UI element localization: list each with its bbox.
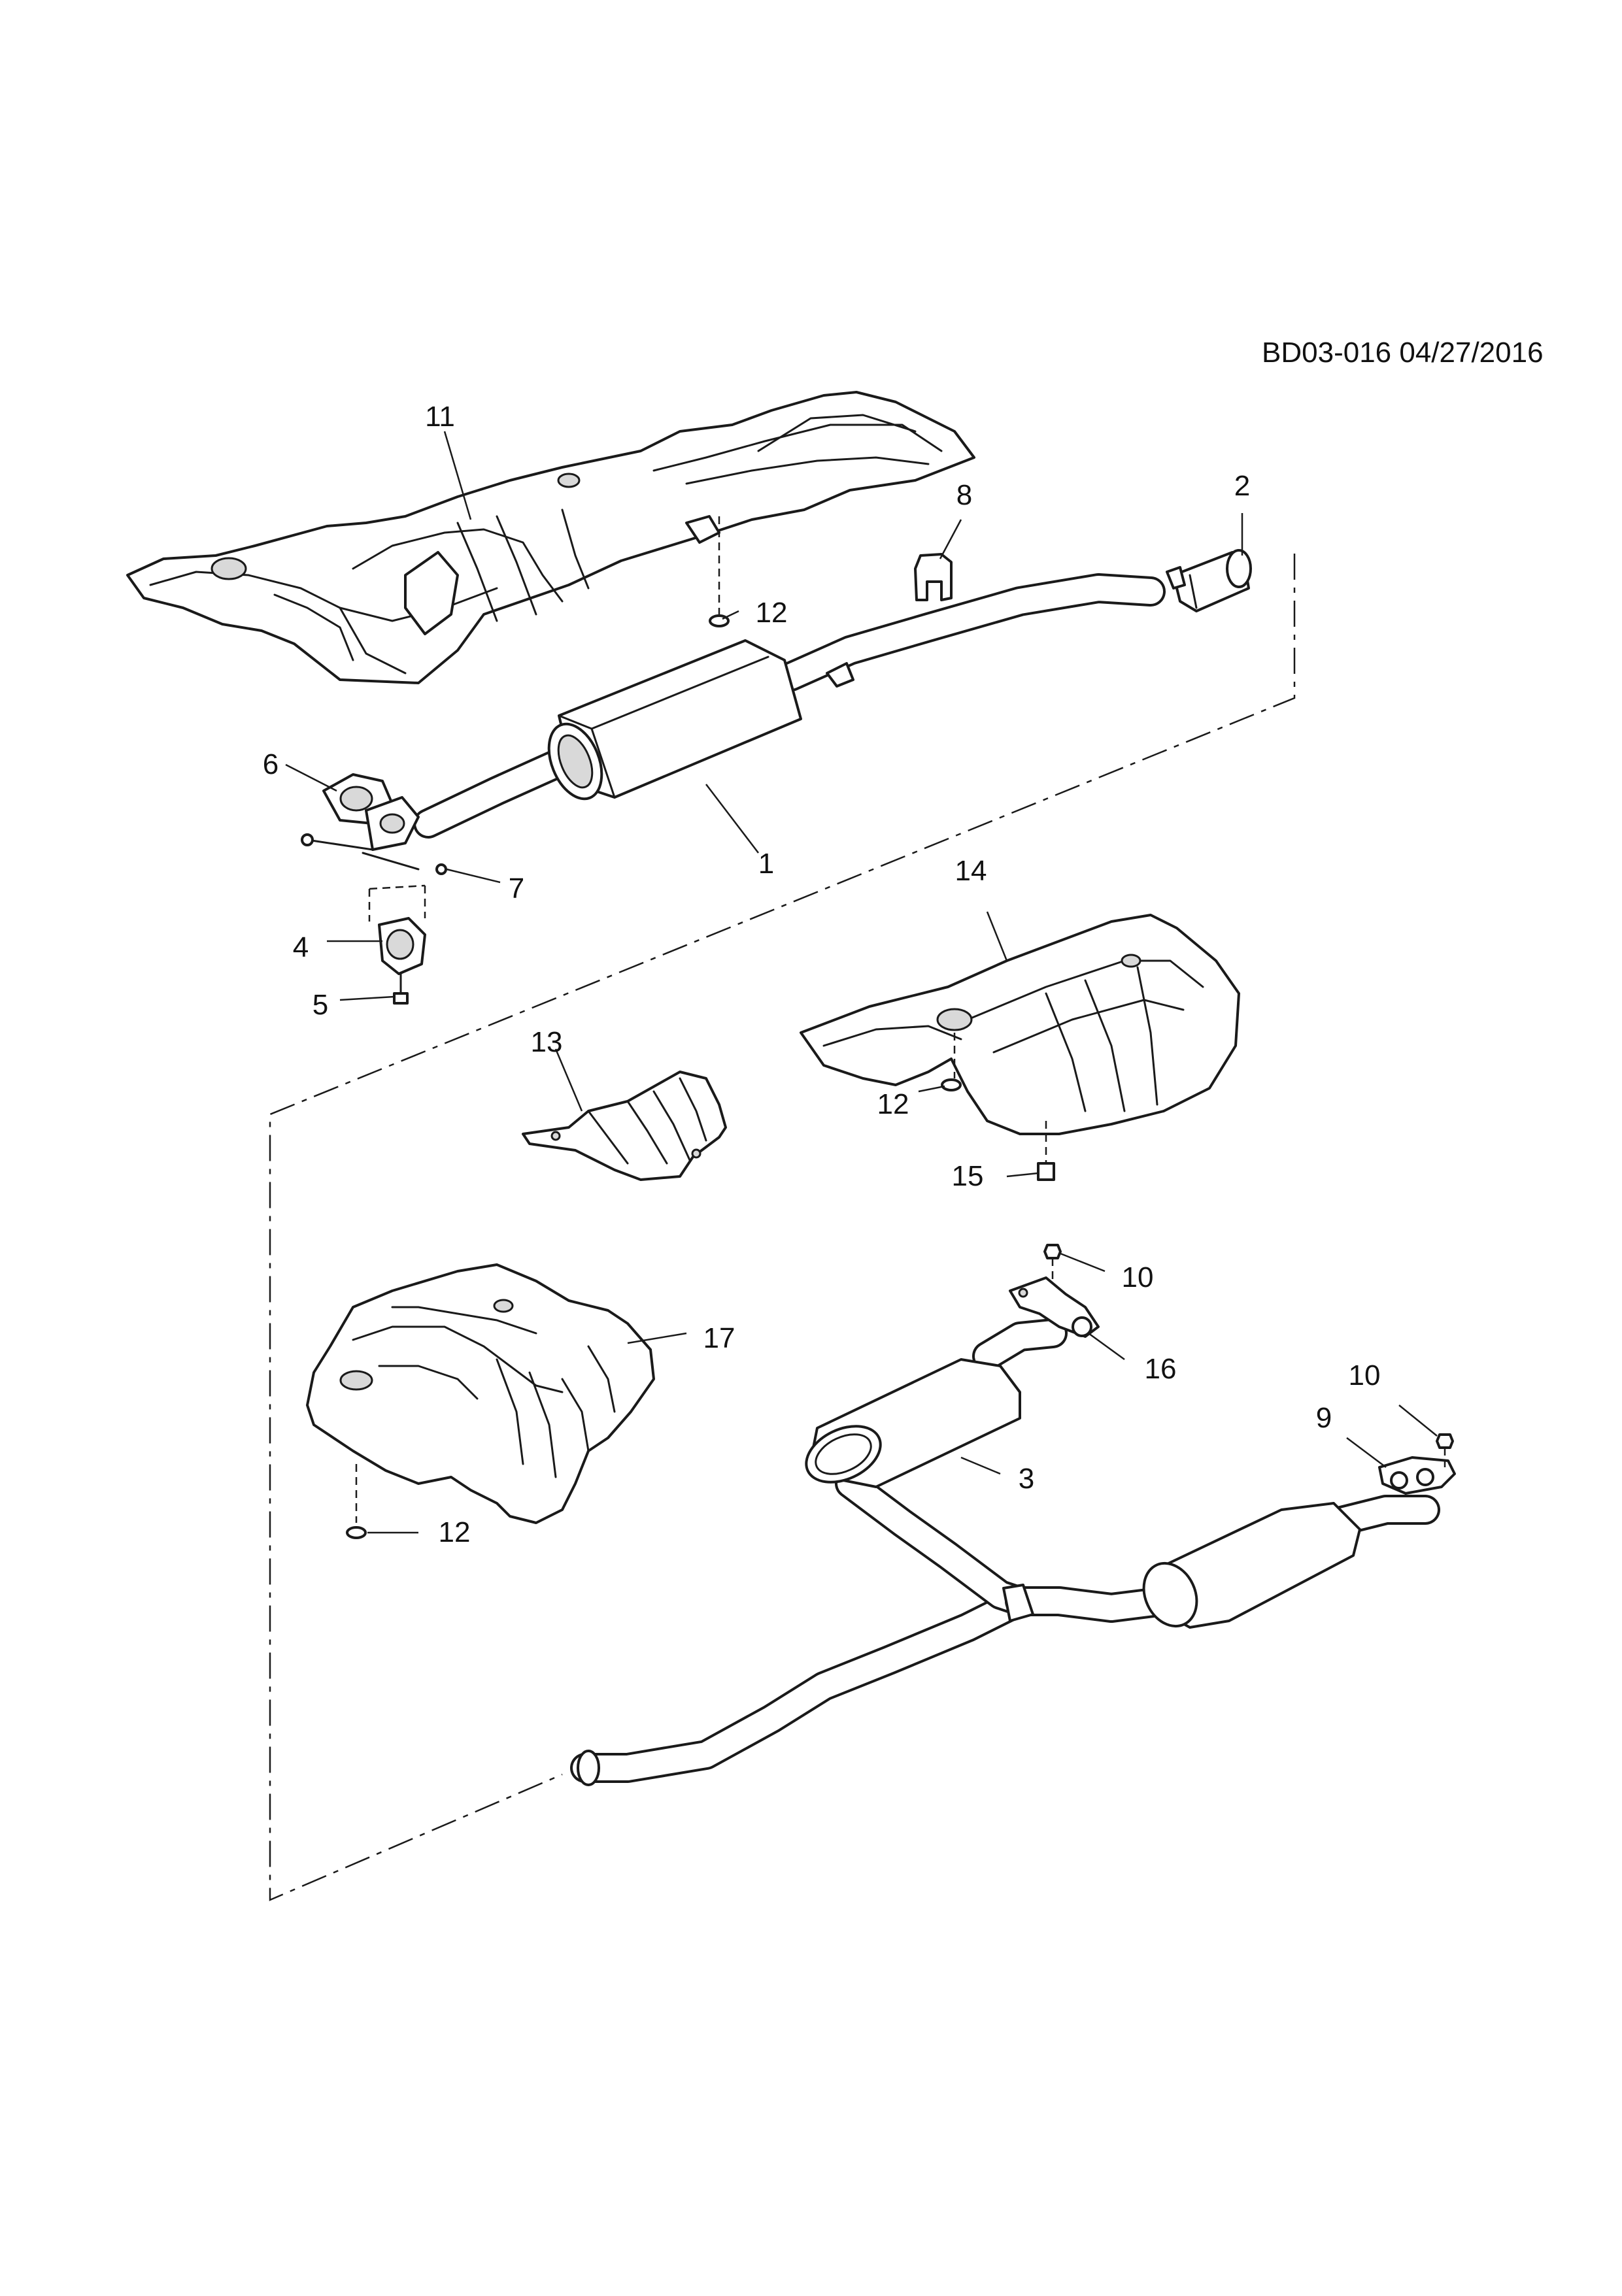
leader-10b — [1398, 1405, 1438, 1437]
callout-13: 13 — [530, 1026, 563, 1058]
leader-12b — [918, 1085, 945, 1093]
hanger-9 — [1378, 1456, 1456, 1495]
clip-15 — [1037, 1162, 1055, 1181]
callout-3: 3 — [1018, 1463, 1035, 1495]
leader-16 — [1088, 1332, 1125, 1361]
leader-7 — [446, 868, 501, 884]
leader-6 — [285, 763, 337, 792]
nut-12-lower — [346, 1526, 367, 1539]
callout-17: 17 — [703, 1322, 735, 1354]
clamp-2 — [1166, 549, 1252, 612]
callout-12-upper: 12 — [755, 597, 788, 629]
callout-15: 15 — [951, 1160, 984, 1192]
callout-9: 9 — [1315, 1402, 1332, 1434]
assembly-boundary — [269, 554, 1296, 1901]
hanger-8 — [914, 553, 953, 601]
bracket-16 — [1009, 1276, 1100, 1338]
nut-10-upper — [1043, 1244, 1062, 1281]
leader-5 — [339, 995, 395, 1001]
heat-shield-14 — [800, 914, 1240, 1163]
callout-12-mid: 12 — [877, 1088, 909, 1120]
bolt-5 — [393, 973, 409, 1005]
callout-4: 4 — [292, 931, 309, 963]
leader-3 — [960, 1456, 1001, 1475]
callout-10-lower: 10 — [1348, 1359, 1381, 1391]
callout-5: 5 — [312, 989, 329, 1021]
leader-11 — [443, 431, 472, 520]
callout-10-upper: 10 — [1121, 1261, 1154, 1293]
callout-2: 2 — [1234, 470, 1251, 502]
heat-shield-11 — [126, 391, 975, 684]
leader-12a — [722, 610, 739, 620]
isolator-4 — [368, 884, 426, 975]
callout-12-lower: 12 — [438, 1516, 471, 1548]
leader-10a — [1060, 1252, 1106, 1273]
nut-10-lower — [1436, 1433, 1454, 1467]
callout-7: 7 — [508, 873, 525, 905]
leader-8 — [939, 519, 962, 559]
leader-14 — [986, 911, 1008, 961]
heat-shield-13 — [522, 1071, 727, 1181]
rear-pipe-mufflers-3 — [570, 1318, 1440, 1786]
leader-9 — [1346, 1437, 1387, 1468]
leader-13 — [554, 1048, 583, 1112]
drawing-reference: BD03-016 04/27/2016 — [1262, 337, 1544, 369]
callout-8: 8 — [956, 479, 973, 511]
leader-15 — [1006, 1172, 1039, 1178]
flange-bolts-7 — [301, 796, 447, 875]
callout-6: 6 — [262, 748, 279, 780]
callout-14: 14 — [955, 855, 987, 887]
leader-17 — [627, 1332, 687, 1344]
callout-1: 1 — [758, 848, 775, 880]
nut-12-mid — [941, 1078, 962, 1091]
heat-shield-17 — [306, 1263, 655, 1524]
callout-16: 16 — [1144, 1353, 1177, 1385]
leader-1 — [705, 784, 759, 854]
front-pipe-muffler-1 — [413, 573, 1166, 839]
callout-11: 11 — [425, 401, 455, 433]
